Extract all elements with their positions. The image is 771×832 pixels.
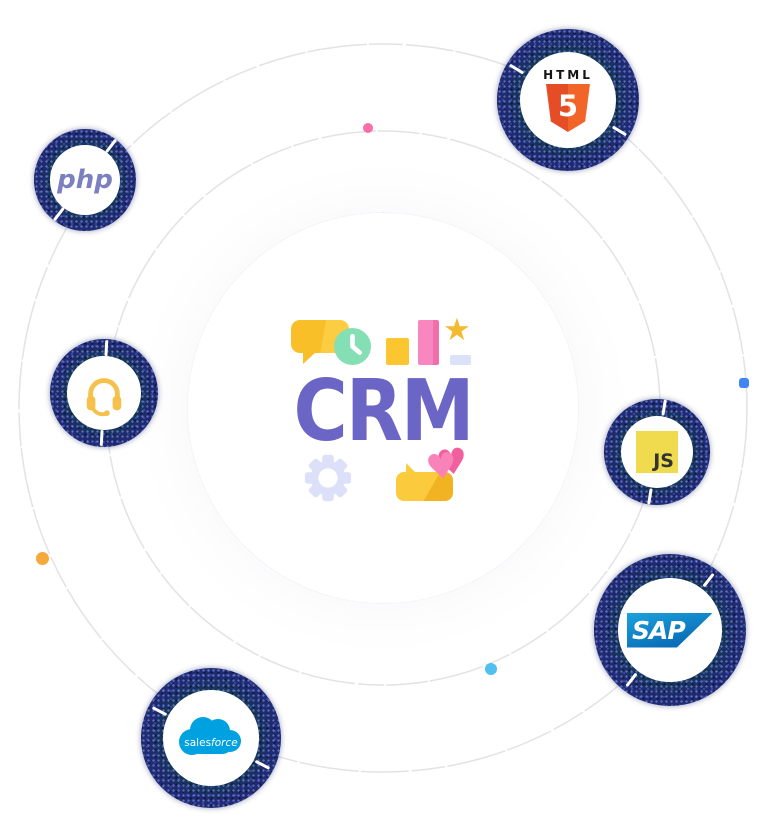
- speech-bubble-icon-2: [396, 463, 453, 501]
- headset-icon: [67, 356, 141, 430]
- orbit-tick: [151, 706, 168, 717]
- sap-logo: SAP: [618, 578, 722, 682]
- salesforce-logo: salesforce: [163, 690, 259, 786]
- orbit-tick: [508, 63, 525, 75]
- accent-dot-orange: [36, 552, 49, 565]
- badge-sap: SAP: [594, 554, 746, 706]
- html5-logo: HTML 5: [519, 51, 617, 149]
- html5-shield-icon: 5: [545, 84, 590, 132]
- php-logo: php: [50, 145, 120, 215]
- orbit-tick: [661, 399, 667, 416]
- svg-text:salesforce: salesforce: [184, 737, 237, 749]
- accent-dot-pink: [363, 123, 373, 133]
- orbit-tick: [104, 339, 109, 357]
- orbit-tick: [254, 759, 271, 770]
- js-square-icon: JS: [636, 431, 678, 473]
- accent-dot-cyan: [485, 663, 497, 675]
- orbit-tick: [702, 572, 715, 588]
- accent-rect: [450, 355, 471, 365]
- clock-icon: [334, 328, 371, 369]
- accent-dot-blue: [739, 378, 749, 388]
- orbit-tick: [52, 206, 65, 222]
- heart-icon: ♥ ♥: [423, 440, 471, 490]
- salesforce-cloud-icon: salesforce: [179, 717, 241, 755]
- sap-shape-icon: SAP: [627, 612, 713, 648]
- orbit-tick: [99, 429, 104, 447]
- orbit-tick: [625, 672, 638, 688]
- js-logo: JS: [620, 415, 694, 489]
- gear-icon: [289, 453, 367, 507]
- orbit-tick: [611, 125, 628, 137]
- star-icon: ★: [443, 312, 471, 348]
- orbit-ring-outer: [18, 43, 748, 773]
- badge-php: php: [34, 129, 136, 231]
- orbit-tick: [647, 488, 653, 505]
- bar-chart-pink-bar-icon: [418, 320, 439, 365]
- badge-javascript: JS: [604, 399, 710, 505]
- orbit-tick: [105, 138, 118, 154]
- bar-chart-yellow-bar-icon: [386, 338, 409, 365]
- badge-customer-support: [50, 339, 158, 447]
- crm-title: CRM: [293, 361, 475, 461]
- badge-html5: HTML 5: [497, 29, 639, 171]
- badge-salesforce: salesforce: [141, 668, 281, 808]
- center-circle: [187, 212, 579, 604]
